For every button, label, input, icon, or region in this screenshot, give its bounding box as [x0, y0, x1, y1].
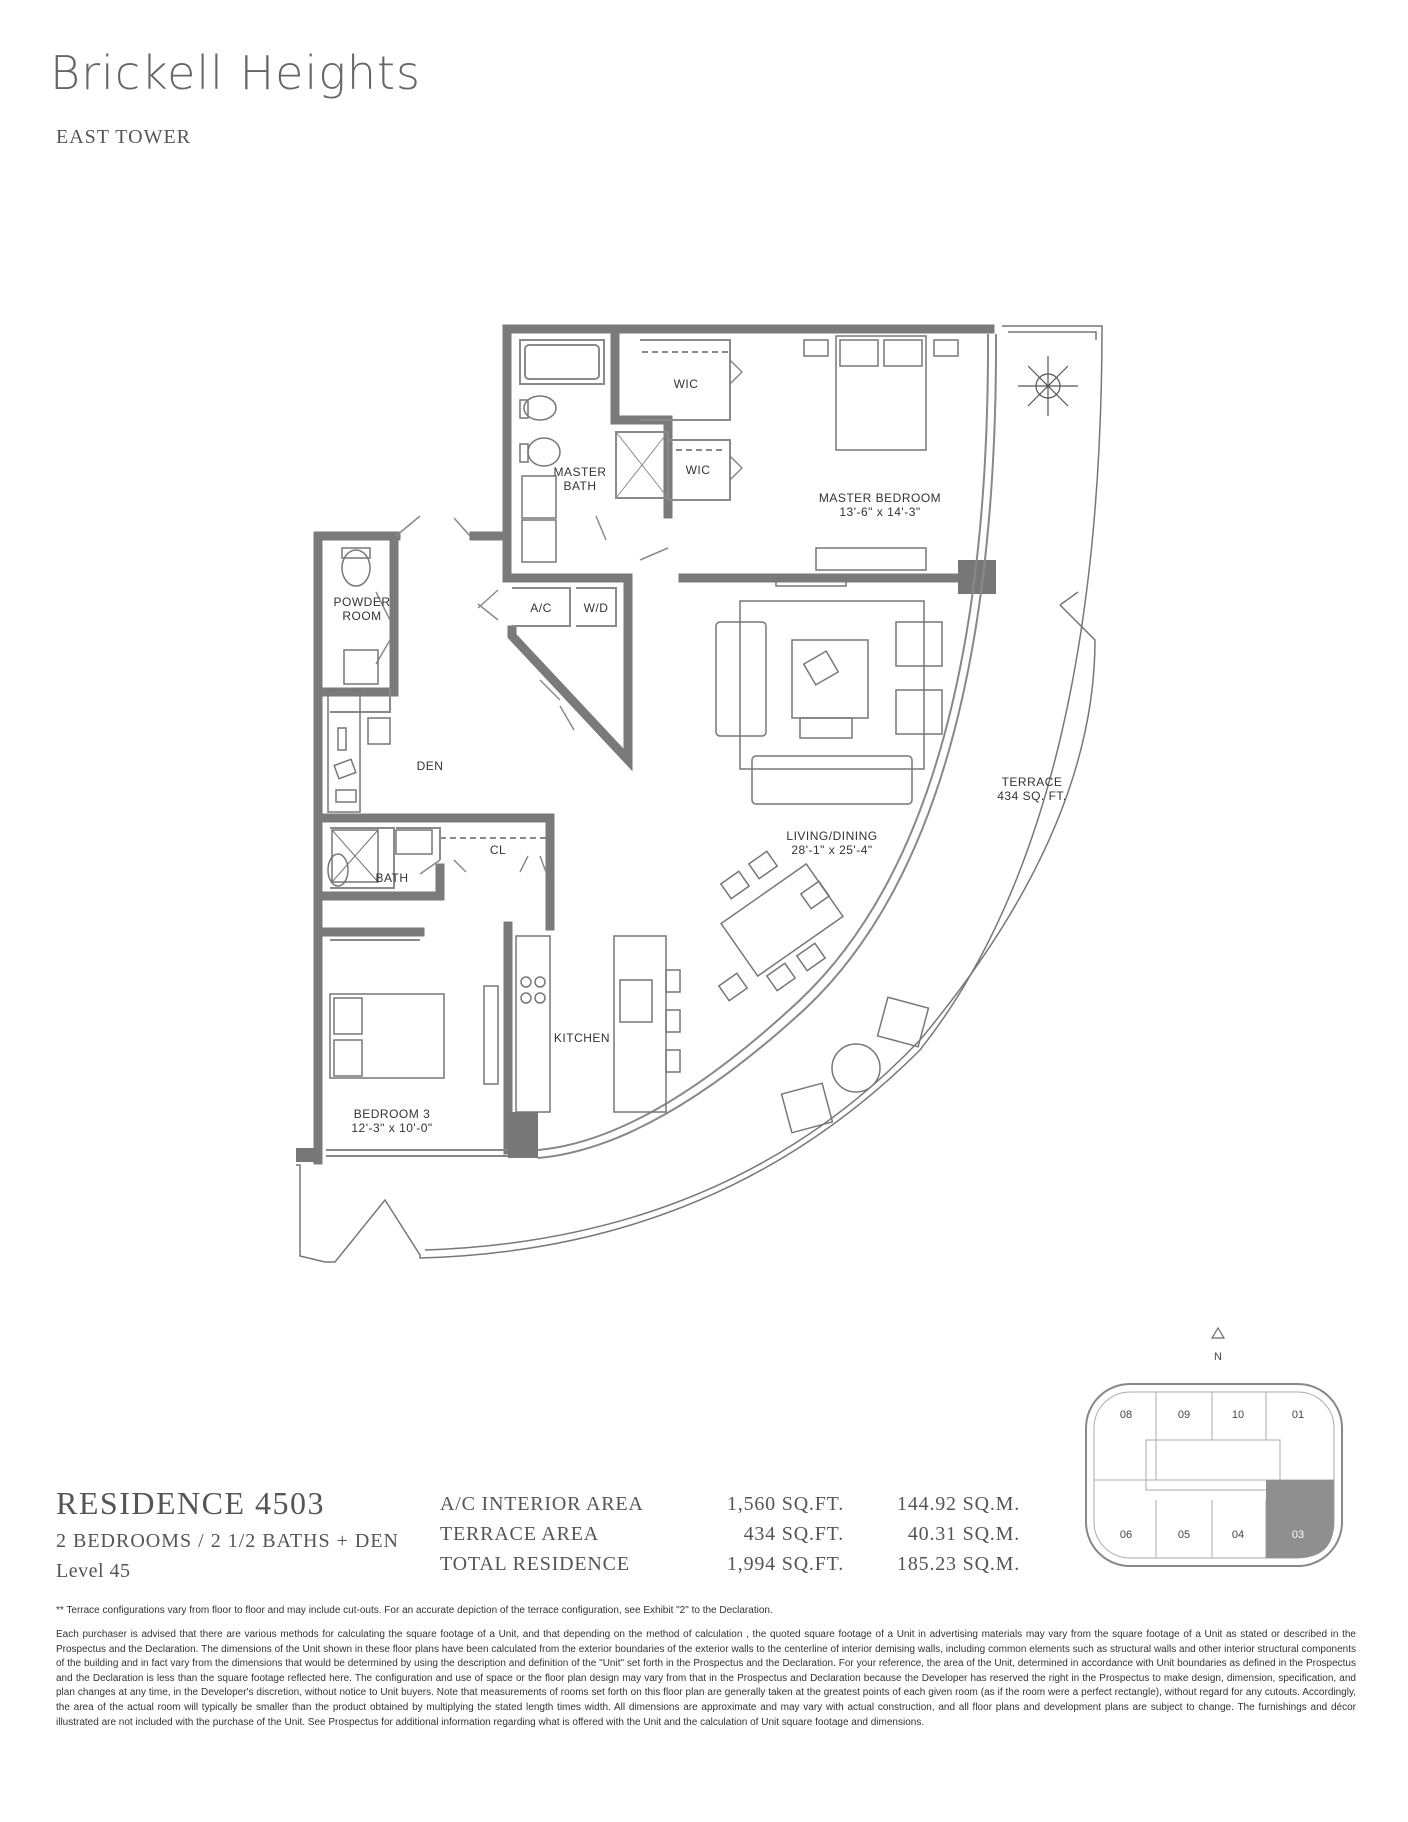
- label-bath: BATH: [375, 871, 408, 885]
- plant-icon: [1018, 356, 1078, 416]
- terrace-note: ** Terrace configurations vary from floo…: [56, 1605, 773, 1616]
- exterior-walls: [313, 324, 995, 1165]
- area-sqm: 40.31 SQ.M.: [907, 1523, 1020, 1545]
- residence-level: Level 45: [56, 1560, 131, 1582]
- area-sqft: 1,560 SQ.FT.: [726, 1493, 844, 1515]
- label-cl: CL: [490, 843, 506, 857]
- column-s: [508, 1112, 538, 1158]
- column-sw: [296, 1148, 320, 1162]
- unit-08: 08: [1120, 1409, 1132, 1421]
- area-sqm: 144.92 SQ.M.: [897, 1493, 1020, 1515]
- area-row: TERRACE AREA 434 SQ.FT. 40.31 SQ.M.: [440, 1523, 1020, 1553]
- tower-name: EAST TOWER: [56, 126, 192, 148]
- label-living: LIVING/DINING: [786, 829, 877, 843]
- master-bedroom-furniture: [775, 335, 959, 587]
- unit-10: 10: [1232, 1409, 1244, 1421]
- label-master-bedroom: MASTER BEDROOM: [819, 491, 941, 505]
- bath-fixtures: [327, 829, 433, 887]
- unit-05: 05: [1178, 1529, 1190, 1541]
- north-label: N: [1214, 1351, 1222, 1363]
- label-wic-1: WIC: [674, 377, 699, 391]
- label-living-dim: 28'-1" x 25'-4": [791, 843, 872, 857]
- den-furniture: [327, 689, 391, 813]
- label-master-bath-2: BATH: [563, 479, 596, 493]
- terrace-furniture: [780, 356, 1078, 1134]
- area-sqft: 434 SQ.FT.: [743, 1523, 844, 1545]
- area-sqft: 1,994 SQ.FT.: [726, 1553, 844, 1575]
- label-den: DEN: [417, 759, 444, 773]
- residence-title: RESIDENCE 4503: [56, 1485, 325, 1521]
- label-powder-2: ROOM: [342, 609, 381, 623]
- unit-04: 04: [1232, 1529, 1244, 1541]
- label-powder-1: POWDER: [334, 595, 391, 609]
- curtain-wall: [326, 333, 998, 1159]
- label-terrace: TERRACE: [1002, 775, 1063, 789]
- area-row: TOTAL RESIDENCE 1,994 SQ.FT. 185.23 SQ.M…: [440, 1553, 1020, 1583]
- label-master-bath-1: MASTER: [553, 465, 606, 479]
- brand-title: Brickell Heights: [50, 46, 422, 100]
- label-bedroom3-dim: 12'-3" x 10'-0": [351, 1121, 432, 1135]
- interior-walls: [330, 339, 731, 941]
- label-wic-2: WIC: [686, 463, 711, 477]
- powder-room-fixtures: [341, 547, 379, 685]
- area-row: A/C INTERIOR AREA 1,560 SQ.FT. 144.92 SQ…: [440, 1493, 1020, 1523]
- label-bedroom3: BEDROOM 3: [354, 1107, 431, 1121]
- dining-table: [717, 850, 844, 1002]
- key-plan: N 08 09 10 01 06 05 04 03: [1085, 1326, 1343, 1567]
- north-arrow-icon: [1210, 1326, 1226, 1339]
- area-table: A/C INTERIOR AREA 1,560 SQ.FT. 144.92 SQ…: [440, 1493, 1020, 1583]
- label-master-bedroom-dim: 13'-6" x 14'-3": [839, 505, 920, 519]
- kitchen-fixtures: [515, 935, 681, 1113]
- unit-06: 06: [1120, 1529, 1132, 1541]
- label-wd: W/D: [584, 601, 609, 615]
- unit-03: 03: [1292, 1529, 1304, 1541]
- master-bath-fixtures: [519, 395, 561, 563]
- disclaimer: Each purchaser is advised that there are…: [56, 1629, 1356, 1728]
- area-sqm: 185.23 SQ.M.: [897, 1553, 1020, 1575]
- door-swings: [375, 359, 744, 875]
- label-terrace-area: 434 SQ. FT.: [997, 789, 1067, 803]
- living-furniture: [715, 600, 943, 805]
- area-label: TOTAL RESIDENCE: [440, 1553, 630, 1575]
- bedroom3-furniture: [329, 985, 499, 1085]
- label-ac: A/C: [530, 601, 552, 615]
- unit-09: 09: [1178, 1409, 1190, 1421]
- residence-subtitle: 2 BEDROOMS / 2 1/2 BATHS + DEN: [56, 1530, 399, 1552]
- area-label: TERRACE AREA: [440, 1523, 600, 1545]
- key-plan-outline: [1085, 1383, 1343, 1567]
- area-label: A/C INTERIOR AREA: [440, 1493, 644, 1515]
- unit-03-highlight: [1266, 1480, 1334, 1558]
- label-kitchen: KITCHEN: [554, 1031, 610, 1045]
- unit-01: 01: [1292, 1409, 1304, 1421]
